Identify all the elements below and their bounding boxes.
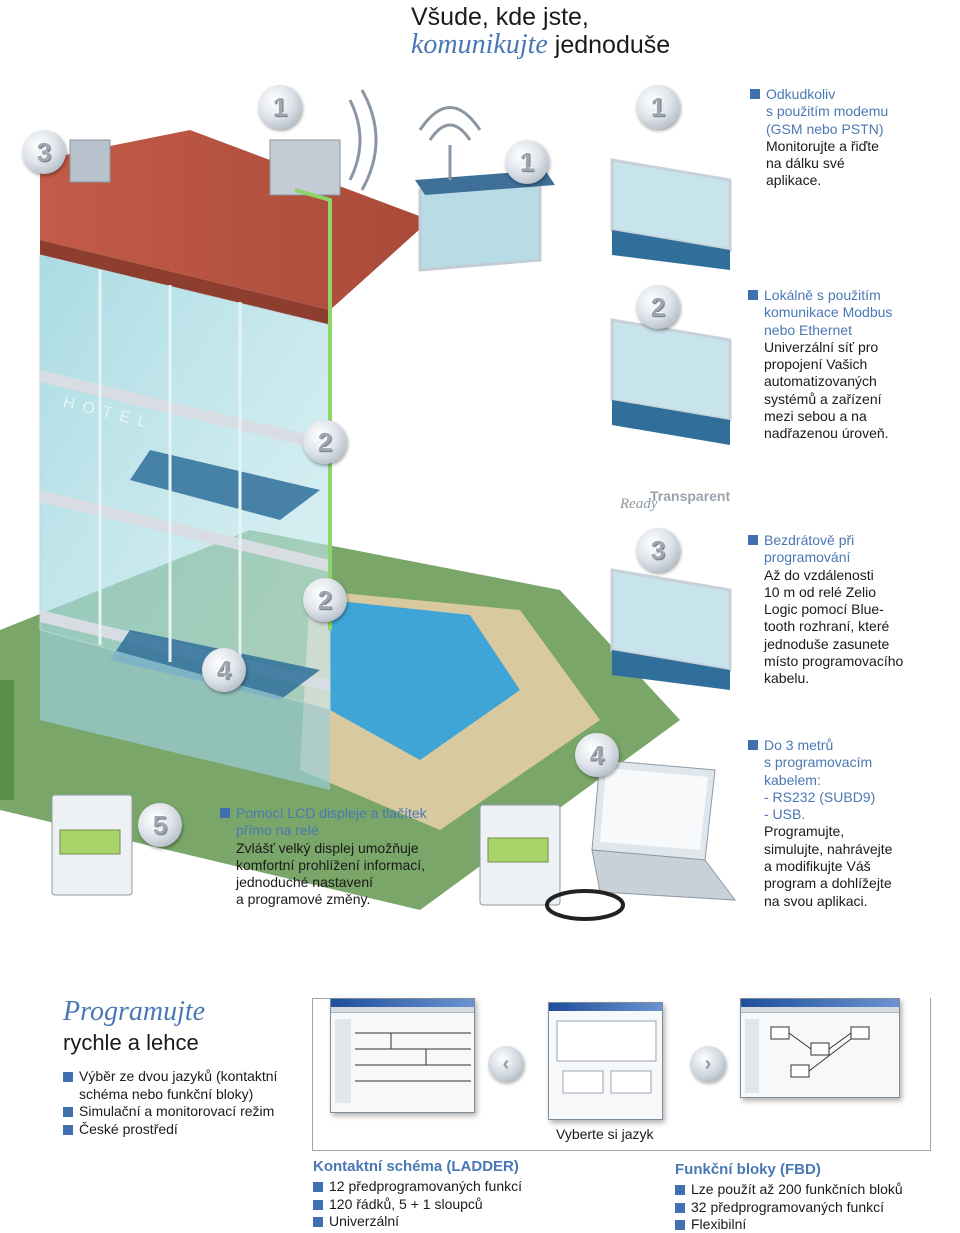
ladder-item: 12 předprogramovaných funkcí (313, 1178, 613, 1196)
arrow-right-button[interactable]: › (690, 1046, 726, 1082)
badge-5-relay: 5 (138, 803, 182, 847)
callout-bullet (220, 808, 230, 818)
fbd-item: 32 předprogramovaných funkcí (675, 1199, 955, 1217)
callout-wireless-title: Bezdrátově při programování (764, 532, 855, 566)
ladder-item: 120 řádků, 5 + 1 sloupců (313, 1196, 613, 1214)
frame-line-top-left (312, 998, 332, 999)
callout-cable-body: Programujte, simulujte, nahrávejte a mod… (764, 823, 893, 909)
choose-language-caption: Vyberte si jazyk (556, 1126, 654, 1142)
programming-features: Výběr ze dvou jazyků (kontaktní schéma n… (63, 1068, 303, 1138)
arrow-left-button[interactable]: ‹ (488, 1046, 524, 1082)
frame-line-right (930, 998, 931, 1150)
callout-remote: Odkudkoliv s použitím modemu (GSM nebo P… (750, 86, 956, 190)
frame-line-bottom (312, 1150, 931, 1151)
callout-local-title: Lokálně s použitím komunikace Modbus neb… (764, 287, 893, 338)
callout-remote-body: Monitorujte a řiďte na dálku své aplikac… (766, 137, 879, 189)
badge-4-lobby: 4 (202, 648, 246, 692)
badge-1-roof: 1 (258, 85, 302, 129)
badge-2-right: 2 (636, 285, 680, 329)
feature-item: Výběr ze dvou jazyků (kontaktní schéma n… (63, 1068, 303, 1103)
ladder-editor-screenshot (330, 998, 475, 1113)
callout-cable: Do 3 metrů s programovacím kabelem: - RS… (748, 737, 956, 910)
ready-label: Ready (620, 496, 658, 512)
callout-lcd-title: Pomocí LCD displeje a tlačítek přímo na … (236, 805, 427, 839)
callout-wireless-body: Až do vzdálenosti 10 m od relé Zelio Log… (764, 566, 904, 687)
page-title-line1: Všude, kde jste, (411, 3, 589, 31)
fbd-section: Funkční bloky (FBD) Lze použít až 200 fu… (675, 1161, 955, 1233)
ladder-item: Univerzální (313, 1213, 613, 1231)
fbd-list: Lze použít až 200 funkčních bloků 32 pře… (675, 1181, 955, 1233)
callout-lcd: Pomocí LCD displeje a tlačítek přímo na … (220, 805, 476, 909)
fbd-item: Lze použít až 200 funkčních bloků (675, 1181, 955, 1199)
callout-bullet (748, 290, 758, 300)
badge-2-lower: 2 (303, 578, 347, 622)
ladder-section: Kontaktní schéma (LADDER) 12 předprogram… (313, 1158, 613, 1231)
fbd-editor-screenshot (740, 998, 900, 1098)
feature-item: Simulační a monitorovací režim (63, 1103, 303, 1121)
callout-bullet (750, 89, 760, 99)
language-chooser-screenshot (548, 1002, 663, 1120)
badge-1-house: 1 (505, 140, 549, 184)
badge-1-right: 1 (636, 85, 680, 129)
transparent-label: Transparent (650, 488, 731, 504)
badge-3-top: 3 (22, 130, 66, 174)
callout-cable-title: Do 3 metrů s programovacím kabelem: - RS… (764, 737, 876, 823)
programming-subtitle: rychle a lehce (63, 1030, 199, 1055)
fbd-item: Flexibilní (675, 1216, 955, 1233)
callout-lcd-body: Zvlášť velký displej umožňuje komfortní … (236, 839, 426, 908)
feature-item: České prostředí (63, 1121, 303, 1139)
page-title-line2: komunikujte jednoduše (411, 30, 670, 60)
callout-wireless: Bezdrátově při programování Až do vzdále… (748, 532, 956, 688)
callout-remote-title: Odkudkoliv s použitím modemu (GSM nebo P… (766, 86, 889, 137)
badge-2-floor: 2 (303, 420, 347, 464)
callout-bullet (748, 535, 758, 545)
badge-4-laptop: 4 (575, 733, 619, 777)
frame-line-left (312, 998, 313, 1150)
callout-local: Lokálně s použitím komunikace Modbus neb… (748, 287, 956, 443)
page-title-rest: jednoduše (547, 31, 671, 59)
callout-bullet (748, 740, 758, 750)
fbd-heading: Funkční bloky (FBD) (675, 1161, 821, 1178)
callout-local-body: Univerzální síť pro propojení Vašich aut… (764, 338, 889, 442)
badge-3-right: 3 (636, 528, 680, 572)
page-title-italic: komunikujte (411, 29, 548, 60)
ladder-list: 12 předprogramovaných funkcí 120 řádků, … (313, 1178, 613, 1231)
ladder-heading: Kontaktní schéma (LADDER) (313, 1158, 519, 1175)
programming-title: Programujte (63, 996, 206, 1027)
